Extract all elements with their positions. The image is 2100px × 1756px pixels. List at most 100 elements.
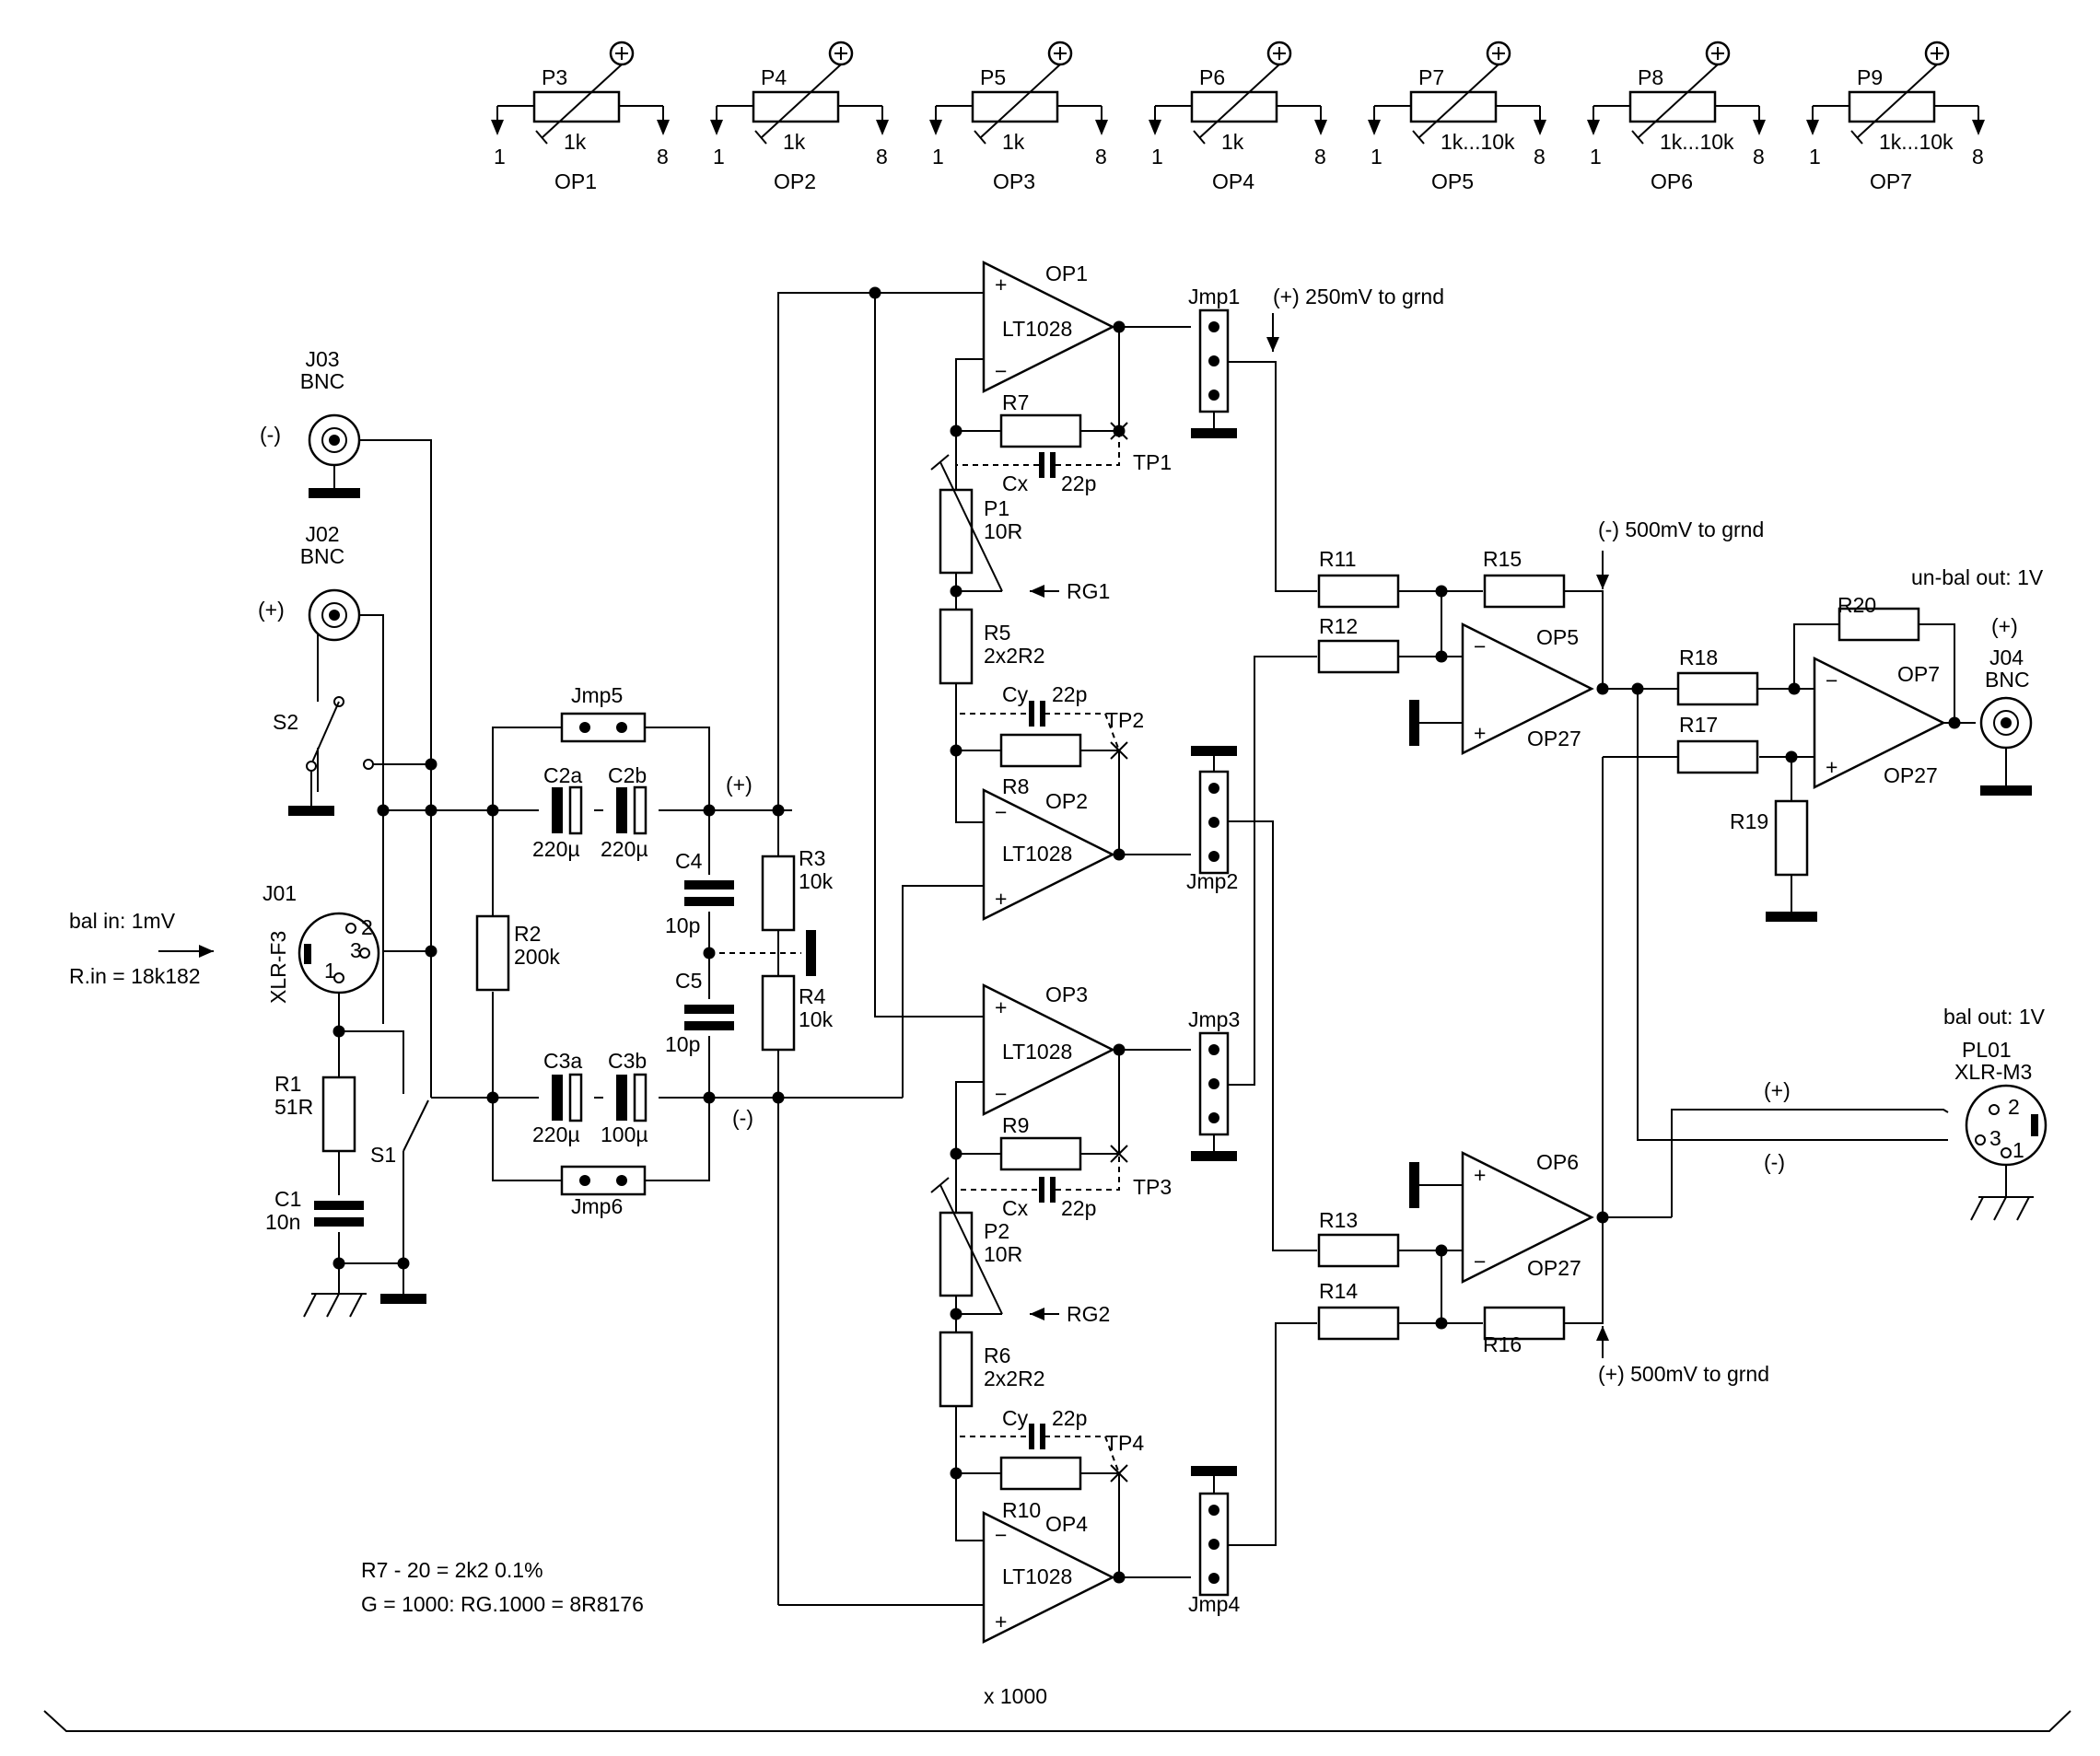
op4-opamp-pin-sign-bottom: + [995,1610,1007,1634]
pl01-pin2 [1989,1104,2000,1115]
r15-resistor [1483,574,1566,609]
r11-label: R11 [1319,547,1357,571]
rg2-label: RG2 [1067,1302,1110,1326]
pot-body [1848,90,1936,123]
c2b-ref: C2b [608,763,647,787]
jmp2-jumper-pin [1208,783,1219,794]
jmp4-jumper-pin [1208,1505,1219,1516]
op6-ref: OP6 [1536,1150,1579,1174]
ground-symbol [1191,746,1237,756]
r3-value: 10k [799,869,834,893]
r1-value: 51R [274,1095,313,1119]
ground-symbol [288,806,334,816]
c4-capacitor [684,880,734,890]
pot-wiper [1856,64,1938,139]
cx2-ref: Cx [1002,1196,1029,1220]
j01-pin2 [345,923,356,934]
pot-value: 1k [1002,130,1025,154]
op5-part: OP27 [1527,727,1581,750]
r3-resistor [761,855,796,932]
s2-contact-open [363,759,374,770]
junction-dot [486,1091,499,1104]
rg1-label: RG1 [1067,579,1110,603]
jmp4-jumper-pin [1208,1573,1219,1584]
junction-dot [950,1308,962,1320]
r1-resistor [321,1076,356,1153]
pot-opamp-label: OP6 [1651,169,1693,193]
r16-resistor [1483,1306,1566,1341]
c1-ref: C1 [274,1187,301,1211]
op4-opamp-body [982,1510,1115,1645]
j01-pin1-label: 1 [324,959,336,983]
s1-lever [402,1099,429,1152]
pot-opamp-label: OP4 [1212,169,1254,193]
cy1-ref: Cy [1002,682,1029,706]
jmp6-jumper-pin [579,1175,590,1186]
pot-wiper-tick [754,130,767,145]
junction-dot [377,804,390,817]
j01-xlr-connector [298,912,380,994]
tp3-label: TP3 [1133,1175,1172,1199]
v500-minus-arrow-head [1596,575,1609,589]
junction-dot [486,804,499,817]
pl01-pin1-label: 1 [2012,1138,2024,1162]
tp4-label: TP4 [1105,1431,1144,1455]
j01-pin3-label: 3 [350,938,362,962]
op4-part: LT1028 [1002,1564,1072,1588]
op6-opamp-pin-sign-bottom: − [1474,1250,1486,1273]
op2-opamp-body [982,787,1115,922]
c3b-capacitor [616,1075,627,1121]
j01-type: XLR-F3 [266,931,290,1004]
j03-ref: J03 [305,347,339,371]
c2a-capacitor [568,785,583,835]
ground-symbol [1409,700,1419,746]
op7-part: OP27 [1884,763,1938,787]
chassis-ground-symbol [303,1293,317,1318]
op1-part: LT1028 [1002,317,1072,341]
c5-capacitor [684,1005,734,1014]
op7-opamp-pin-sign-top: − [1826,669,1838,692]
pot-wiper [1637,64,1719,139]
junction-dot [1113,320,1126,333]
cx1-value: 22p [1061,471,1096,495]
pot-arrow-right [1972,120,1985,135]
r16-label: R16 [1483,1332,1522,1356]
r8-label: R8 [1002,774,1029,798]
pot-pin-left-label: 1 [1590,145,1602,169]
r12-label: R12 [1319,614,1358,638]
junction-dot [1948,716,1961,729]
r13-label: R13 [1319,1208,1358,1232]
pot-pin-right-label: 8 [657,145,669,169]
c2b-capacitor [633,785,648,835]
jmp3-jumper-pin [1208,1044,1219,1055]
chassis-ground-symbol [326,1293,340,1318]
r9-label: R9 [1002,1113,1029,1137]
op5-opamp-pin-sign-top: − [1474,634,1486,658]
j01-pin1 [333,972,344,983]
ground-symbol [380,1294,426,1304]
pot-opamp-label: OP3 [993,169,1035,193]
pot-ref: P8 [1638,65,1663,89]
jmp2-jumper-pin [1208,817,1219,828]
op7-opamp: −+ [1813,656,1946,790]
cy2-value: 22p [1052,1406,1087,1430]
pot-wiper [1418,64,1499,139]
ground-symbol [1191,428,1237,438]
r5-value: 2x2R2 [984,644,1044,668]
junction-dot [1631,682,1644,695]
c3a-capacitor [552,1075,563,1121]
s2-label: S2 [273,710,298,734]
pot-pin-left-label: 1 [494,145,506,169]
r20-resistor [1838,607,1920,642]
rin-label: R.in = 18k182 [69,964,201,988]
r5-ref: R5 [984,621,1010,645]
pot-ref: P7 [1418,65,1444,89]
pot-opamp-label: OP1 [554,169,597,193]
pot-arrow-right [1534,120,1546,135]
bal-in-label: bal in: 1mV [69,909,176,933]
r4-ref: R4 [799,984,826,1008]
